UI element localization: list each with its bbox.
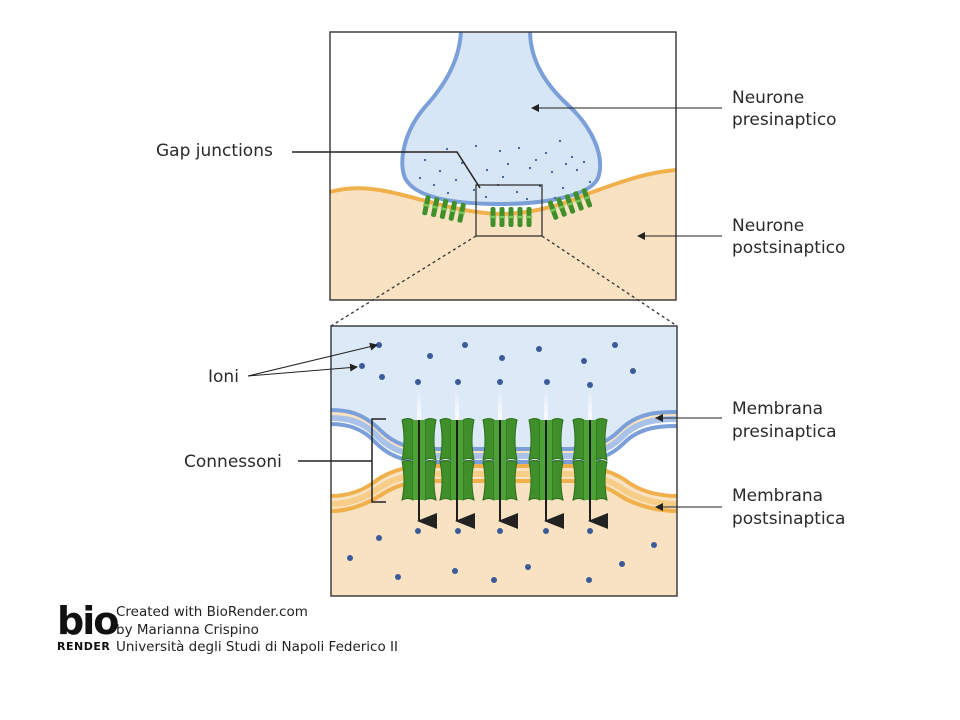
ion-dot [415,379,421,385]
label-membrana-post-1: Membrana [732,486,823,506]
vesicle-dot [564,162,568,166]
biorender-logo: bio RENDER [57,599,119,653]
logo-render-text: RENDER [57,640,111,653]
ion-dot [587,528,593,534]
vesicle-dot [570,155,574,159]
presynaptic-membrane [331,408,677,451]
credit-text: Created with BioRender.com by Marianna C… [116,604,398,657]
vesicle-dot [474,144,478,148]
ion-dot [543,528,549,534]
vesicle-dot [484,195,488,199]
vesicle-dot [582,160,586,164]
ion-dot [630,368,636,374]
gap-junctions-leader [292,151,481,189]
ion-dot [581,358,587,364]
ion-dot [499,355,505,361]
zoom-line-left [330,235,477,327]
ion-dot [347,555,353,561]
gap-junction-cluster [422,195,466,223]
connexon-channels [401,388,608,529]
ion-dot [536,346,542,352]
vesicle-dot [446,191,450,195]
gap-junction-cluster [489,207,533,227]
vesicle-dot [485,168,489,172]
connexon [439,388,475,529]
vesicle-dot [515,190,519,194]
connexon [482,388,518,529]
gap-junction-cluster [547,188,593,220]
presynaptic-vesicles [418,139,592,201]
label-neurone-pre-1: Neurone [732,88,804,108]
logo-bio-text: bio [57,599,119,643]
vesicle-dot [501,175,505,179]
ion-dot [497,528,503,534]
ion-dot [612,342,618,348]
connexon [528,388,564,529]
ion-dot [379,374,385,380]
credit-line-2: by Marianna Crispino [116,621,259,638]
vesicle-dot [438,169,442,173]
vesicle-dot [575,168,579,172]
ion-dot [415,528,421,534]
top-panel-frame [329,31,677,301]
vesicle-dot [418,176,422,180]
ion-dot [651,542,657,548]
vesicle-dot [525,197,529,201]
ion-dot [395,574,401,580]
ion-dot [376,535,382,541]
vesicle-dot [445,147,449,151]
bottom-panel [331,326,677,596]
label-membrana-pre-2: presinaptica [732,422,837,442]
vesicle-dot [454,178,458,182]
ions [347,342,657,583]
vesicle-dot [558,139,562,143]
vesicle-dot [561,186,565,190]
vesicle-dot [544,151,548,155]
ion-dot [462,342,468,348]
label-ioni: Ioni [208,367,239,387]
vesicle-dot [517,146,521,150]
gap-junction-channels [422,188,593,227]
zoom-box [475,184,543,237]
vesicle-dot [528,166,532,170]
vesicle-dot [553,196,557,200]
ion-dot [491,577,497,583]
label-membrana-pre-1: Membrana [732,399,823,419]
vesicle-dot [460,161,464,165]
ion-dot [587,382,593,388]
credit-line-3: Università degli Studi di Napoli Federic… [116,639,398,655]
label-neurone-post-2: postsinaptico [732,238,845,258]
top-panel [330,32,676,300]
ion-dot [455,528,461,534]
connexon [572,388,608,529]
vesicle-dot [432,183,436,187]
ion-dot [525,564,531,570]
vesicle-dot [472,188,476,192]
connexon [401,388,437,529]
vesicle-dot [423,158,427,162]
label-membrana-post-2: postsinaptica [732,509,845,529]
vesicle-dot [588,180,592,184]
vesicle-dot [550,170,554,174]
vesicle-dot [506,162,510,166]
label-neurone-pre-2: presinaptico [732,110,837,130]
ion-dot [452,568,458,574]
label-connessoni: Connessoni [184,452,282,472]
ioni-leader-2 [247,363,358,377]
ion-dot [427,353,433,359]
credit-line-1: Created with BioRender.com [116,604,308,620]
presynaptic-neuron [400,32,603,207]
ioni-leader-1 [247,342,378,377]
label-gap-junctions: Gap junctions [156,141,273,161]
ion-dot [359,363,365,369]
label-neurone-post-1: Neurone [732,216,804,236]
vesicle-dot [498,149,502,153]
ion-dot [586,577,592,583]
vesicle-dot [534,158,538,162]
ion-dot [497,379,503,385]
ion-dot [544,379,550,385]
ion-dot [619,561,625,567]
ion-dot [455,379,461,385]
